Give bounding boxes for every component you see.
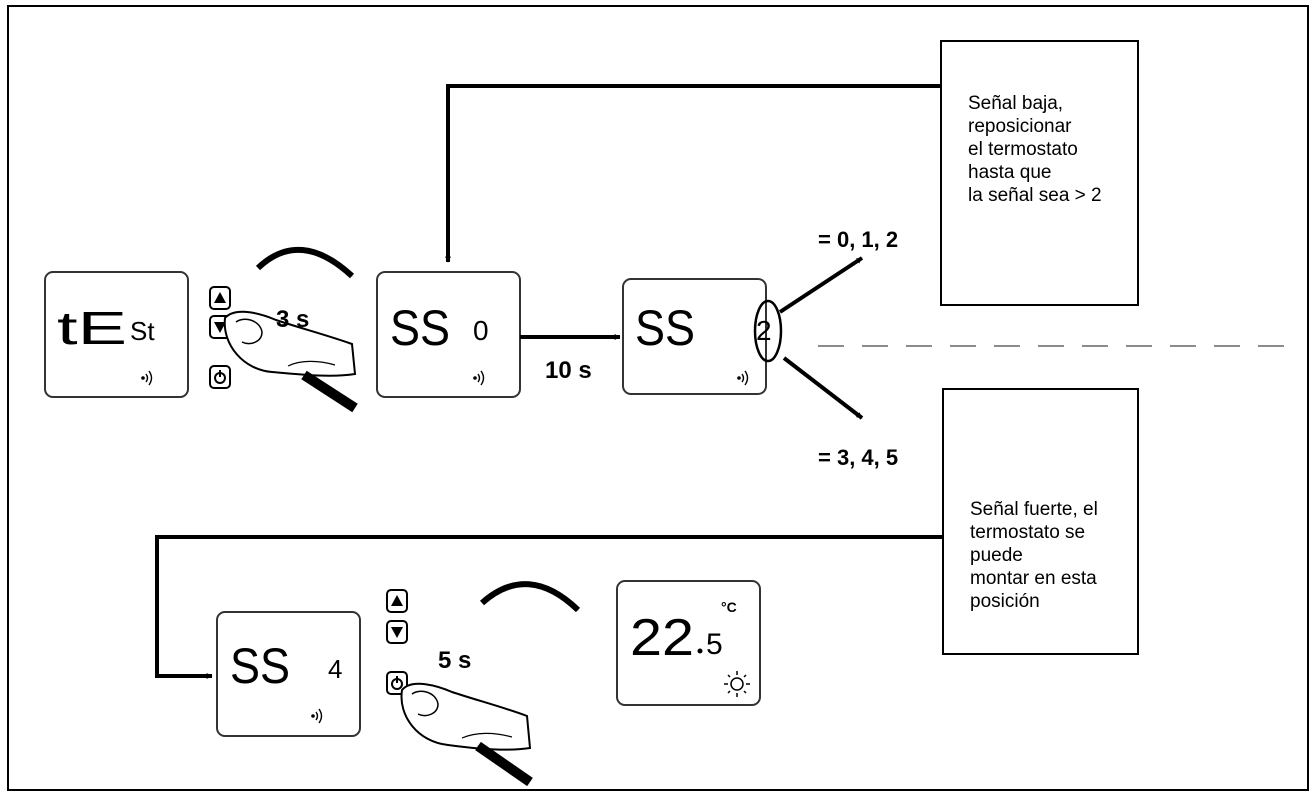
display-test: tE St — [44, 271, 189, 398]
display-home: 22 5 °C — [616, 580, 761, 706]
display-reading-main: SS — [635, 300, 695, 356]
display-final-sub: 4 — [328, 654, 342, 684]
arrow-up-button-icon[interactable] — [386, 589, 408, 613]
high-values-label: = 3, 4, 5 — [818, 445, 898, 470]
strong-signal-note-line-2: termostato se puede — [970, 522, 1086, 566]
low-signal-note-line-3: la señal sea > 2 — [968, 185, 1102, 206]
signal-value-highlight — [753, 299, 783, 363]
branch-arrow-high — [782, 356, 864, 420]
display-start-main: SS — [390, 300, 450, 356]
finger-press-icon — [400, 682, 532, 751]
display-home-decimal: 5 — [706, 628, 723, 661]
strong-signal-note-line-1: Señal fuerte, el — [970, 499, 1098, 520]
display-test-main: tE — [57, 302, 127, 354]
hold-time-label: 3 s — [276, 306, 309, 333]
display-start: SS 0 — [376, 271, 521, 398]
low-values-label: = 0, 1, 2 — [818, 227, 898, 252]
retry-loop-arrow — [445, 84, 940, 263]
measure-time-label: 10 s — [545, 357, 592, 384]
strong-signal-note-line-4: posición — [970, 591, 1040, 612]
display-home-main: 22 — [630, 609, 694, 667]
sun-icon — [724, 671, 750, 697]
display-final: SS 4 — [216, 611, 361, 737]
mount-path-arrow — [155, 535, 946, 679]
strong-signal-note: Señal fuerte, el termostato se puede mon… — [942, 388, 1139, 655]
low-signal-note-line-2: el termostato hasta que — [968, 139, 1078, 183]
display-test-sub: St — [130, 316, 155, 346]
press-arrow-1 — [301, 370, 358, 413]
press-arrow-2 — [475, 741, 533, 787]
power-button-icon[interactable] — [386, 671, 408, 695]
display-start-sub: 0 — [473, 315, 489, 346]
display-reading: SS 2 — [622, 278, 783, 395]
strong-signal-note-line-3: montar en esta — [970, 568, 1097, 589]
diagram-frame — [7, 5, 1309, 791]
display-home-unit: °C — [721, 599, 737, 615]
confirm-time-label: 5 s — [438, 647, 471, 674]
display-reading-sub: 2 — [756, 315, 772, 346]
curved-arrow-2 — [480, 581, 581, 613]
arrow-up-button-icon[interactable] — [209, 286, 231, 310]
low-signal-note-line-1: Señal baja, reposicionar — [968, 93, 1072, 137]
arrow-down-button-icon[interactable] — [386, 620, 408, 644]
display-final-main: SS — [230, 638, 290, 694]
low-signal-note: Señal baja, reposicionar el termostato h… — [940, 40, 1139, 306]
finger-press-icon — [223, 310, 357, 377]
thermostat-buttons-1 — [209, 286, 231, 389]
curved-arrow-1 — [255, 246, 355, 279]
power-button-icon[interactable] — [209, 365, 231, 389]
thermostat-buttons-2 — [386, 589, 408, 695]
branch-arrow-low — [778, 256, 864, 314]
